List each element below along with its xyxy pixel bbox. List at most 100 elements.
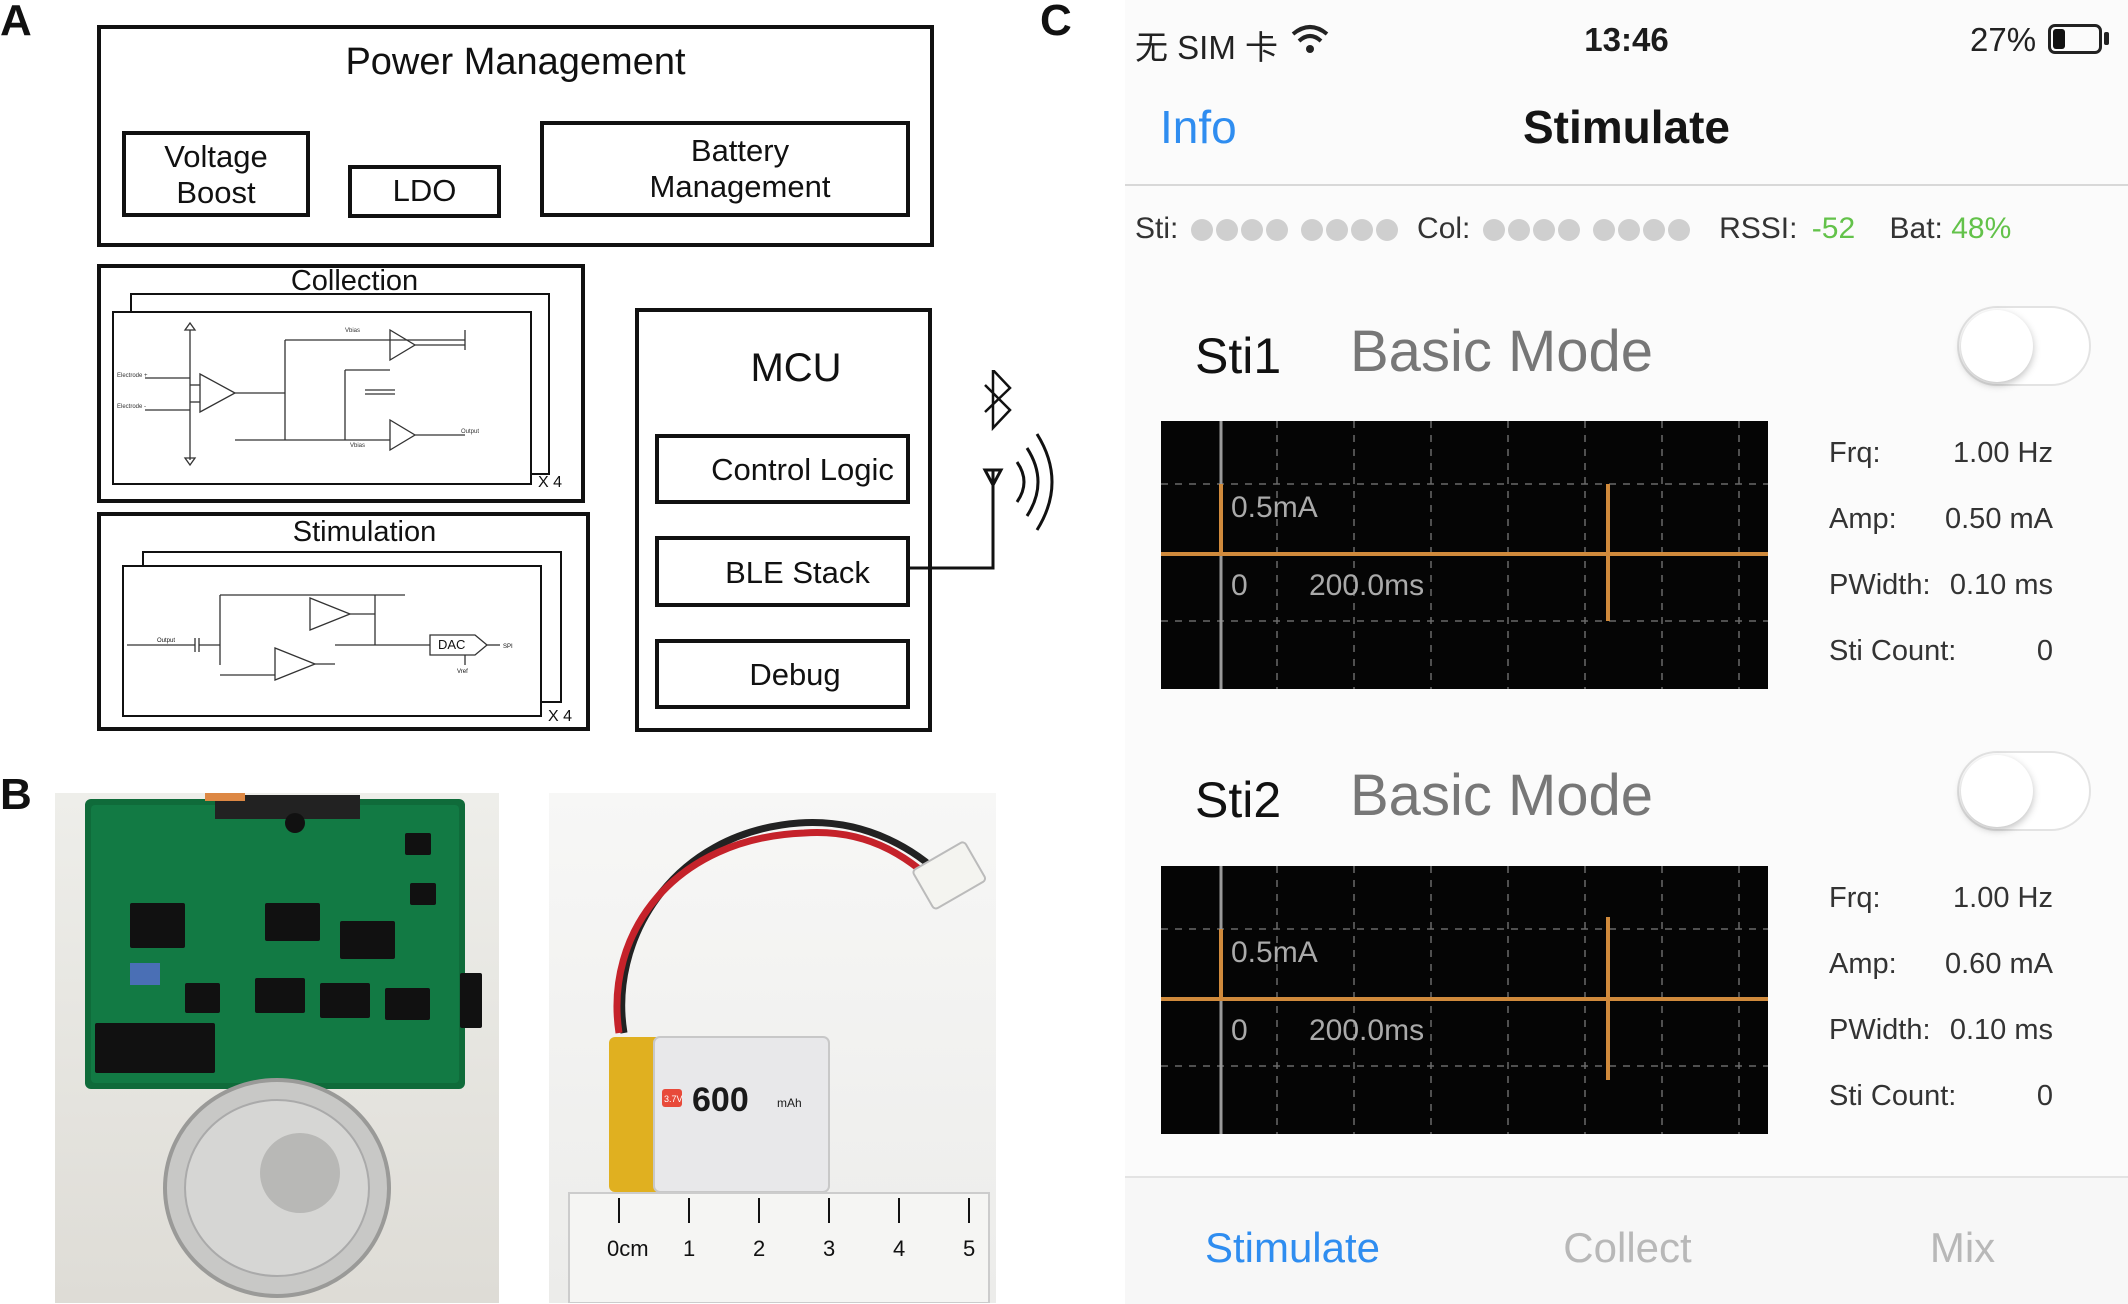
- channel-1-param-value: 1.00 Hz: [1953, 437, 2053, 469]
- panel-letter-a: A: [0, 0, 32, 45]
- col-indicator-dots: [1482, 212, 1693, 245]
- rssi-label: RSSI:: [1719, 212, 1798, 245]
- control-logic-box: [655, 434, 910, 504]
- channel-1-param-value: 0: [2036, 635, 2053, 667]
- mcu-label: MCU: [750, 346, 842, 390]
- bluetooth-icon: [980, 370, 990, 380]
- tab-bar-divider: [1125, 1176, 2128, 1178]
- channel-2-param-label: PWidth:: [1829, 1014, 1931, 1046]
- nav-title: Stimulate: [1522, 101, 1731, 153]
- channel-2-scope: 0.5mA 0 200.0ms: [1161, 866, 1768, 1134]
- channel-1-param-value: 0.10 ms: [1949, 569, 2053, 601]
- ldo-box: [348, 165, 501, 218]
- stimulation-count: X 4: [548, 708, 573, 725]
- channel-1-toggle[interactable]: [1957, 306, 2091, 386]
- panel-letter-c: C: [1040, 0, 1072, 45]
- pcb-photo: [55, 793, 499, 1303]
- channel-2-name: Sti2: [1195, 772, 1282, 828]
- channel-1-param-value: 0.50 mA: [1945, 503, 2053, 535]
- channel-1-param-label: Amp:: [1829, 503, 1897, 535]
- voltage-boost-box: [122, 131, 310, 217]
- stimulation-label: Stimulation: [292, 516, 437, 548]
- tab-collect[interactable]: Collect: [1563, 1224, 1692, 1271]
- stimulation-schematic: DAC SPI Vref Output: [122, 551, 562, 717]
- panel-letter-b: B: [0, 770, 32, 819]
- stim-output-label: Output: [157, 638, 175, 644]
- ble-stack-box: [655, 536, 910, 607]
- ruler-label-5: 5: [963, 1236, 975, 1261]
- battery-icon-tip: [2104, 32, 2109, 45]
- dac-label: DAC: [438, 637, 465, 652]
- channel-1-mode: Basic Mode: [1350, 319, 1654, 384]
- control-logic-label: Control Logic: [711, 452, 894, 487]
- collection-label: Collection: [290, 265, 419, 297]
- channel-1-param-label: Sti Count:: [1829, 635, 1957, 667]
- vbias-label-1: Vbias: [345, 328, 360, 334]
- battery-unit: mAh: [777, 1096, 802, 1110]
- channel-2-mode: Basic Mode: [1350, 763, 1654, 828]
- channel-2-scope-time: 200.0ms: [1309, 1014, 1425, 1047]
- battery-icon: [2048, 24, 2102, 54]
- status-time: 13:46: [1584, 21, 1669, 58]
- channel-2-param-value: 0.60 mA: [1945, 948, 2053, 980]
- col-indicator-label: Col:: [1417, 212, 1471, 245]
- bat-label: Bat:: [1889, 212, 1943, 245]
- channel-2-param-label: Sti Count:: [1829, 1080, 1957, 1112]
- voltage-boost-label: Voltage Boost: [164, 139, 268, 210]
- collection-count: X 4: [538, 474, 563, 491]
- channel-1-scope-zero: 0: [1231, 569, 1248, 602]
- vref-label: Vref: [457, 669, 468, 675]
- wifi-icon: [1291, 25, 1329, 53]
- ruler-label-4: 4: [893, 1236, 905, 1261]
- channel-2-param-label: Amp:: [1829, 948, 1897, 980]
- ruler-label-3: 3: [823, 1236, 835, 1261]
- sti-indicator-dots: [1190, 212, 1401, 245]
- ruler-label-0: 0cm: [607, 1236, 649, 1261]
- channel-1-toggle-knob: [1961, 310, 2033, 382]
- battery-photo: 3.7V 600 mAh 0cm 1 2 3 4 5: [549, 793, 996, 1303]
- output-label: Output: [461, 429, 479, 435]
- battery-icon-fill: [2053, 29, 2065, 49]
- ruler-label-2: 2: [753, 1236, 765, 1261]
- battery-voltage: 3.7V: [664, 1094, 683, 1104]
- channel-1-param-label: PWidth:: [1829, 569, 1931, 601]
- channel-1-param-label: Frq:: [1829, 437, 1881, 469]
- electrode-plus-label: Electrode +: [117, 373, 148, 379]
- channel-2-param-value: 0: [2036, 1080, 2053, 1112]
- tab-bar: Stimulate Collect Mix: [1125, 1178, 2128, 1304]
- carrier-text: 无 SIM 卡: [1135, 29, 1279, 66]
- battery-capacity: 600: [692, 1081, 749, 1119]
- nav-divider: [1125, 184, 2128, 186]
- channel-2-scope-zero: 0: [1231, 1014, 1248, 1047]
- tab-mix[interactable]: Mix: [1929, 1224, 1996, 1271]
- tab-stimulate[interactable]: Stimulate: [1204, 1224, 1381, 1271]
- vbias-label-2: Vbias: [350, 443, 365, 449]
- channel-1-scope-grid: [1161, 421, 1768, 689]
- collection-schematic: Electrode + Electrode - Vbias Vbias Outp…: [112, 293, 550, 485]
- channel-1-scope: 0.5mA 0 200.0ms: [1161, 421, 1768, 689]
- channel-2-toggle[interactable]: [1957, 751, 2091, 831]
- sti-indicator-label: Sti:: [1135, 212, 1179, 245]
- channel-2-scope-amp: 0.5mA: [1231, 936, 1318, 969]
- debug-box: [655, 639, 910, 709]
- channel-2-param-value: 1.00 Hz: [1953, 882, 2053, 914]
- channel-2-scope-grid: [1161, 866, 1768, 1134]
- electrode-minus-label: Electrode -: [117, 404, 146, 410]
- battery-management-box: [540, 121, 910, 217]
- rssi-value: -52: [1811, 212, 1856, 245]
- indicator-row: Sti: Col: RSSI: -52 Bat: 48%: [1135, 212, 2011, 246]
- pcb-illustration: [85, 793, 482, 1298]
- bat-value: 48%: [1951, 212, 2012, 245]
- channel-1-scope-amp: 0.5mA: [1231, 491, 1318, 524]
- channel-2-toggle-knob: [1961, 755, 2033, 827]
- channel-1-name: Sti1: [1195, 328, 1282, 384]
- status-battery-percent: 27%: [1970, 21, 2037, 58]
- channel-2-param-value: 0.10 ms: [1949, 1014, 2053, 1046]
- battery-management-label: Battery Management: [649, 133, 831, 204]
- spi-label: SPI: [503, 644, 513, 650]
- antenna-graphic: [910, 370, 1054, 570]
- ruler-label-1: 1: [683, 1236, 695, 1261]
- phone-screen: 无 SIM 卡 13:46 27% Info Stimulate Sti: Co…: [1125, 0, 2128, 1304]
- ble-stack-label: BLE Stack: [725, 555, 870, 590]
- info-back-button[interactable]: Info: [1160, 101, 1237, 153]
